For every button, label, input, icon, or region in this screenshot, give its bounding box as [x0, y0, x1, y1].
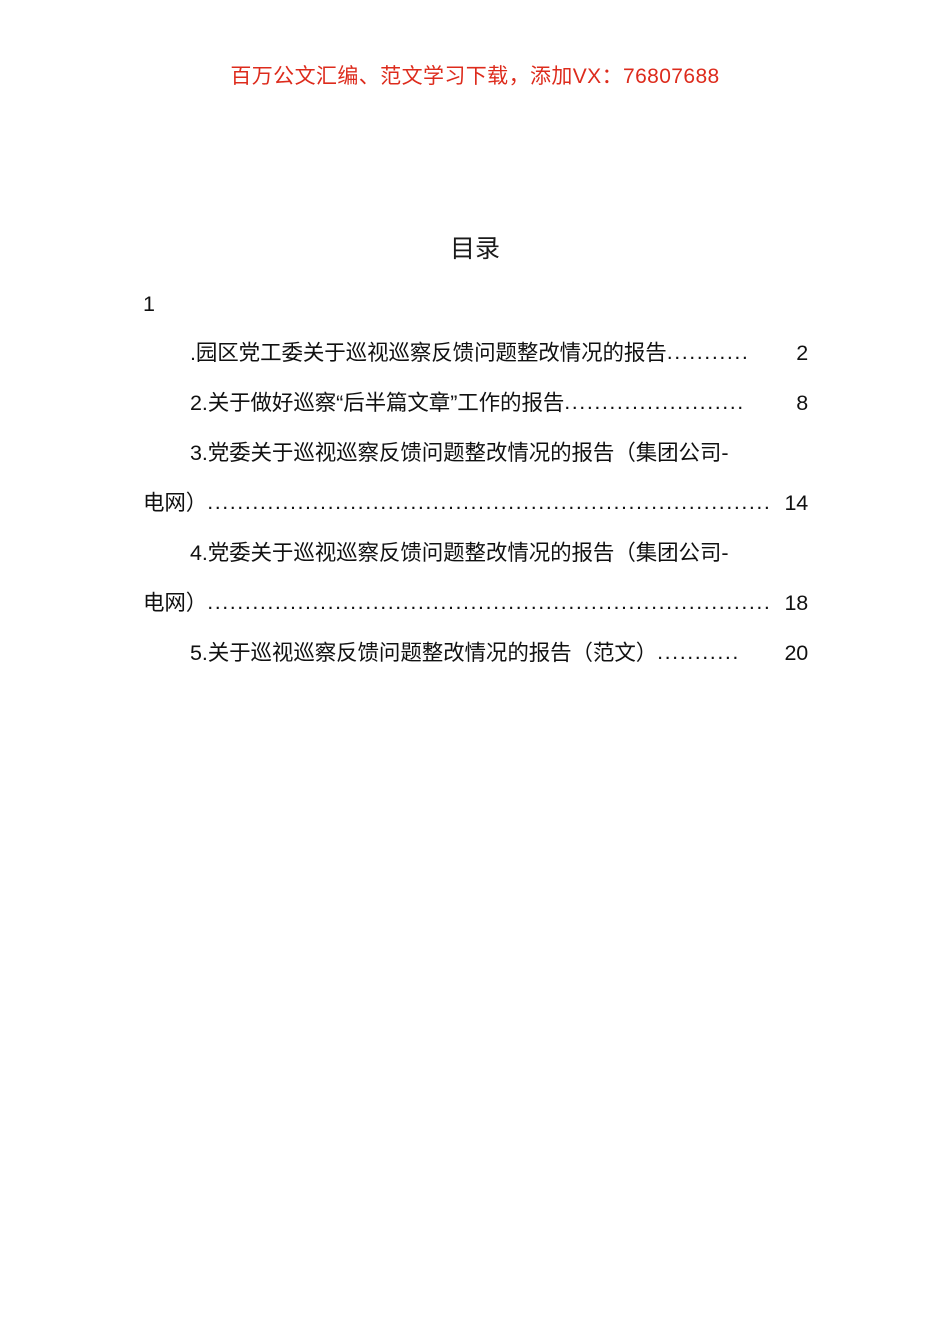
- toc-page-number: 2: [796, 341, 808, 365]
- toc-leader-dots: ........................: [564, 390, 745, 414]
- toc-page-number: 20: [784, 641, 808, 665]
- toc-entry-line[interactable]: 电网）.....................................…: [143, 478, 808, 528]
- toc-entry-title: 3.党委关于巡视巡察反馈问题整改情况的报告（集团公司-: [190, 441, 729, 465]
- toc-leader-dots: ...........: [666, 340, 750, 364]
- promo-banner-text: 百万公文汇编、范文学习下载，添加VX：76807688: [230, 65, 720, 88]
- toc-entry-title: 5.关于巡视巡察反馈问题整改情况的报告（范文）: [190, 641, 658, 665]
- toc-entry-title: .园区党工委关于巡视巡察反馈问题整改情况的报告: [190, 341, 667, 365]
- toc-leader-dots: ........................................…: [207, 490, 772, 514]
- toc-entry-line[interactable]: .园区党工委关于巡视巡察反馈问题整改情况的报告........... 2: [143, 328, 808, 378]
- toc-leader-dots: ........................................…: [207, 590, 772, 614]
- toc-page-number: 14: [784, 491, 808, 515]
- toc-entry-title: 4.党委关于巡视巡察反馈问题整改情况的报告（集团公司-: [190, 541, 729, 565]
- page-title: 目录: [449, 235, 500, 263]
- toc-entry-line[interactable]: 2.关于做好巡察“后半篇文章”工作的报告....................…: [143, 378, 808, 428]
- toc-entry-title: 2.关于做好巡察“后半篇文章”工作的报告: [190, 391, 565, 415]
- toc-entry-line[interactable]: 1: [143, 280, 808, 328]
- toc-entry-line[interactable]: 3.党委关于巡视巡察反馈问题整改情况的报告（集团公司-: [143, 428, 808, 478]
- toc-entry-line[interactable]: 5.关于巡视巡察反馈问题整改情况的报告（范文）........... 20: [143, 628, 808, 678]
- toc-entry-title: 电网）: [143, 591, 208, 615]
- toc-entry-line[interactable]: 电网）.....................................…: [143, 578, 808, 628]
- toc-page-number: 8: [796, 391, 808, 415]
- toc-entry-title: 电网）: [143, 491, 208, 515]
- toc-entry-title: 1: [143, 292, 155, 316]
- toc-leader-dots: ...........: [657, 640, 740, 664]
- table-of-contents: 1 .园区党工委关于巡视巡察反馈问题整改情况的报告........... 2 2.关于…: [143, 280, 808, 678]
- toc-page-number: 18: [784, 591, 808, 615]
- toc-entry-line[interactable]: 4.党委关于巡视巡察反馈问题整改情况的报告（集团公司-: [143, 528, 808, 578]
